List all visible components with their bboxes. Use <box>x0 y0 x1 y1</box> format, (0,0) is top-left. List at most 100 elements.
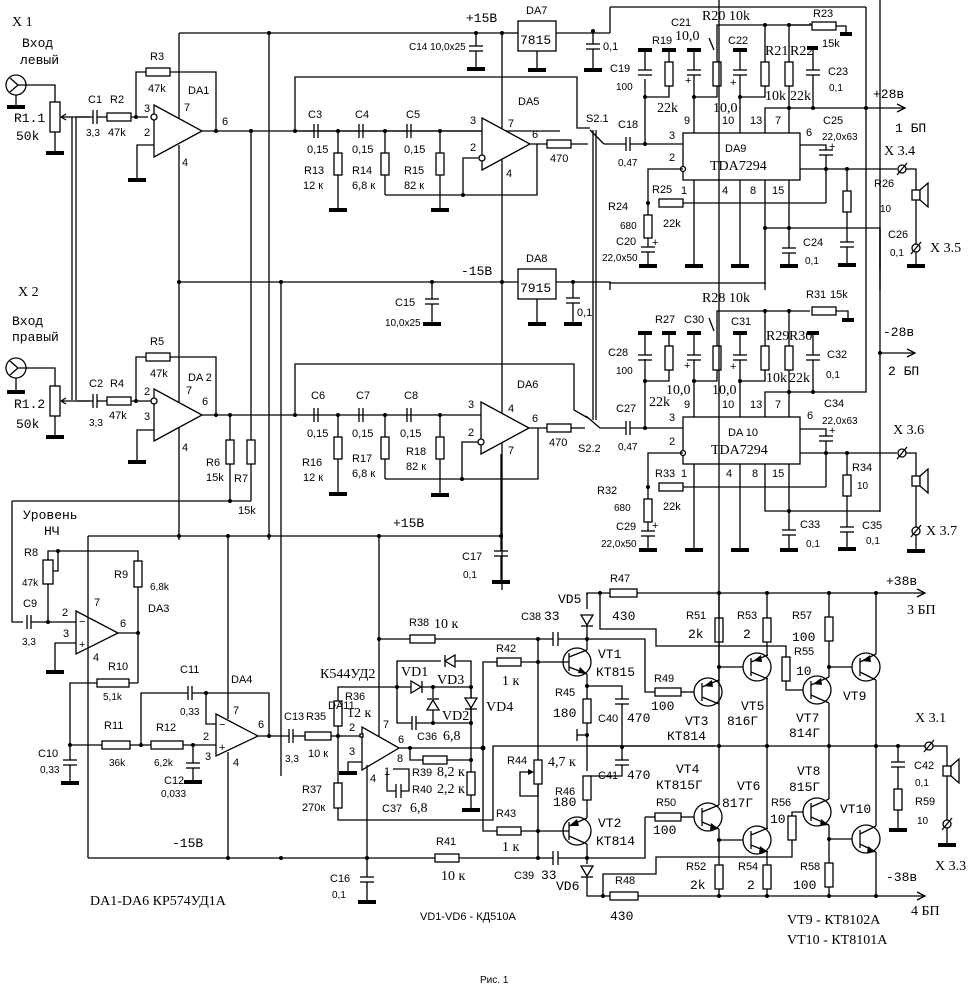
transistor-vt8[interactable] <box>802 797 832 827</box>
r26-label: R26 <box>874 178 894 190</box>
opamp-da6[interactable] <box>480 400 531 456</box>
da5-pin3: 3 <box>470 115 476 127</box>
resistor-r9[interactable] <box>133 560 143 588</box>
opamp-da2[interactable] <box>153 387 204 443</box>
speaker-right-icon[interactable] <box>911 475 921 487</box>
resistor-r28[interactable] <box>712 345 722 371</box>
r59-value: 10 <box>917 816 929 827</box>
resistor-r13[interactable] <box>333 152 343 176</box>
regulator-da8[interactable] <box>517 268 557 300</box>
da10-pin10: 10 <box>722 399 734 411</box>
switch-s2-1[interactable] <box>589 129 605 145</box>
resistor-r27[interactable] <box>664 345 674 371</box>
potentiometer-r1-1[interactable] <box>49 101 61 133</box>
opamp-da3[interactable] <box>75 609 120 656</box>
vd5-label: VD5 <box>558 592 581 607</box>
resistor-r19[interactable] <box>664 61 674 87</box>
driver-da11: C13 3,3 R35 10 к R36 12 к R37 270к DA11 … <box>281 617 715 904</box>
resistor-r38[interactable] <box>409 634 436 644</box>
resistor-r22[interactable] <box>784 61 794 87</box>
resistor-r52[interactable] <box>714 864 724 890</box>
resistor-r48[interactable] <box>609 891 639 901</box>
resistor-r16[interactable] <box>333 436 343 460</box>
amplifier-ic-da10[interactable] <box>682 416 801 465</box>
resistor-r11[interactable] <box>101 740 131 750</box>
opamp-da5[interactable] <box>481 116 532 172</box>
svg-text:+: + <box>652 520 658 532</box>
note-vt9: VT9 - КТ8102А <box>787 913 881 928</box>
resistor-r41[interactable] <box>434 853 460 863</box>
resistor-r47[interactable] <box>609 588 638 598</box>
amplifier-ic-da9[interactable] <box>682 132 801 181</box>
resistor-r24[interactable] <box>643 214 653 239</box>
transistor-vt4[interactable] <box>693 802 723 832</box>
resistor-r54[interactable] <box>762 864 772 890</box>
resistor-r6[interactable] <box>225 439 235 465</box>
resistor-r23[interactable] <box>811 21 837 31</box>
resistor-r33[interactable] <box>658 482 684 492</box>
transistor-vt6[interactable] <box>742 825 772 855</box>
resistor-r21[interactable] <box>760 61 770 87</box>
speaker-left-icon[interactable] <box>911 189 921 201</box>
resistor-r2[interactable] <box>106 112 132 122</box>
resistor-r50[interactable] <box>654 812 682 822</box>
resistor-r34[interactable] <box>842 474 852 497</box>
opamp-da1[interactable] <box>153 103 204 159</box>
opamp-da4[interactable] <box>215 712 260 758</box>
resistor-r39[interactable] <box>422 755 448 765</box>
regulator-da7[interactable] <box>517 20 557 52</box>
resistor-470-da5[interactable] <box>546 139 572 149</box>
resistor-r49[interactable] <box>654 687 682 697</box>
da1-pin3: 3 <box>144 103 150 115</box>
r21-label: R21 <box>765 44 788 59</box>
connector-x3-5: X 3.5 <box>930 241 961 256</box>
opamp-da11[interactable] <box>361 725 401 772</box>
resistor-r10[interactable] <box>96 678 130 688</box>
resistor-r18[interactable] <box>435 436 445 460</box>
resistor-r5[interactable] <box>145 352 171 362</box>
resistor-r55[interactable] <box>781 656 791 682</box>
resistor-470-da6[interactable] <box>546 423 572 433</box>
resistor-r14[interactable] <box>380 152 390 176</box>
switch-s2-2[interactable] <box>585 415 601 429</box>
resistor-r31[interactable] <box>811 306 837 316</box>
resistor-r56[interactable] <box>787 815 797 841</box>
c25-label: C25 <box>823 115 843 127</box>
resistor-r25[interactable] <box>658 198 684 208</box>
resistor-r42[interactable] <box>496 657 522 667</box>
transistor-vt5[interactable] <box>742 652 772 682</box>
resistor-r32[interactable] <box>643 498 653 523</box>
r2-label: R2 <box>110 94 124 106</box>
resistor-r30[interactable] <box>784 345 794 371</box>
potentiometer-r8[interactable] <box>42 559 54 585</box>
resistor-r20[interactable] <box>712 61 722 87</box>
r6-label: R6 <box>206 457 220 469</box>
resistor-r17[interactable] <box>380 436 390 460</box>
r38-label: R38 <box>409 617 429 629</box>
resistor-r43[interactable] <box>496 826 522 836</box>
resistor-r46[interactable] <box>582 775 592 801</box>
resistor-r3[interactable] <box>145 67 171 77</box>
speaker-sub-icon[interactable] <box>942 765 952 777</box>
resistor-r15[interactable] <box>435 152 445 176</box>
resistor-r40[interactable] <box>466 771 476 796</box>
resistor-r37[interactable] <box>333 782 343 809</box>
resistor-r59[interactable] <box>893 788 903 811</box>
resistor-r57[interactable] <box>824 616 834 642</box>
resistor-r45[interactable] <box>582 698 592 724</box>
resistor-r7[interactable] <box>246 439 256 465</box>
potentiometer-r1-2[interactable] <box>49 385 61 417</box>
resistor-r12[interactable] <box>150 740 184 750</box>
potentiometer-r44[interactable] <box>533 759 543 785</box>
transistor-vt3[interactable] <box>693 677 723 707</box>
transistor-vt10[interactable] <box>851 824 881 854</box>
resistor-r4[interactable] <box>106 396 132 406</box>
resistor-r26[interactable] <box>842 190 852 213</box>
transistor-vt7[interactable] <box>802 675 832 705</box>
resistor-r35[interactable] <box>304 731 332 741</box>
transistor-vt9[interactable] <box>851 652 881 682</box>
figure-caption: Рис. 1 <box>480 975 509 986</box>
resistor-r53[interactable] <box>762 617 772 643</box>
resistor-r58[interactable] <box>824 862 834 888</box>
resistor-r29[interactable] <box>760 345 770 371</box>
